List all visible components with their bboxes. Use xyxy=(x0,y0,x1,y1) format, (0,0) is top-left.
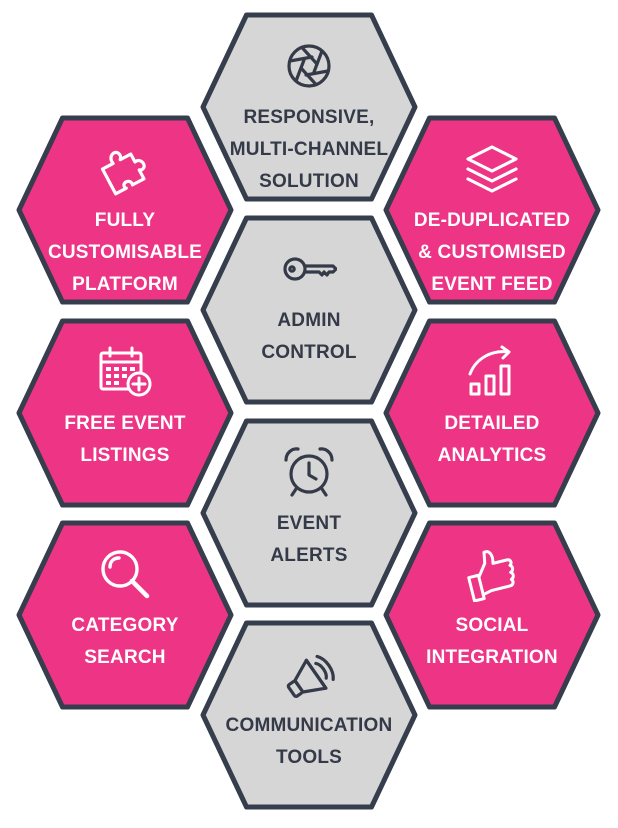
alarm-clock-icon xyxy=(284,447,334,497)
puzzle-icon xyxy=(100,150,146,196)
megaphone-icon xyxy=(286,654,335,698)
growth-chart-icon xyxy=(468,345,511,396)
thumbs-up-icon xyxy=(467,550,515,602)
aperture-icon xyxy=(287,44,331,88)
calendar-add-icon xyxy=(99,346,152,397)
key-icon xyxy=(283,257,337,281)
magnifier-icon xyxy=(101,550,150,599)
layers-icon xyxy=(466,145,518,193)
